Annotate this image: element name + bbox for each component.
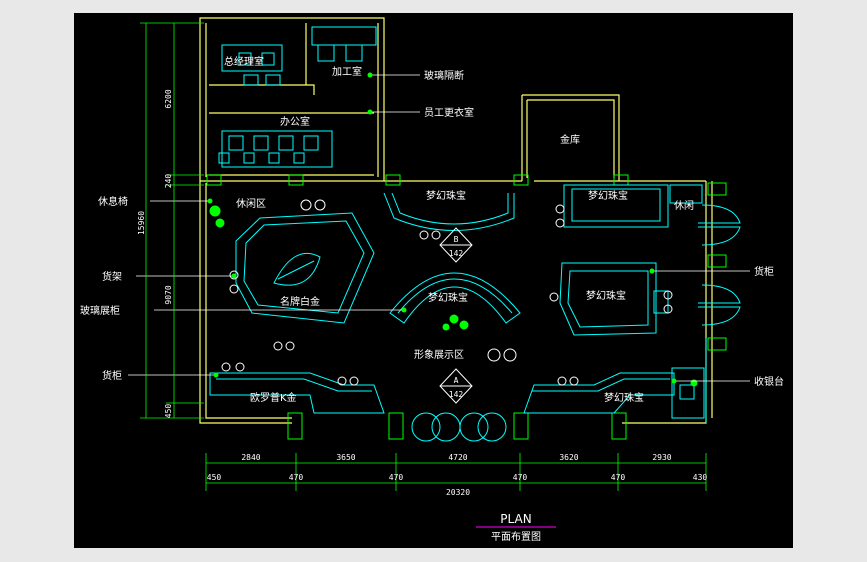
callout-glass-display: 玻璃展柜: [80, 304, 120, 317]
dim-m-450: 450: [207, 473, 222, 482]
label-general-manager: 总经理室: [224, 55, 264, 68]
stools: [221, 199, 673, 386]
callout-staff-locker: 员工更衣室: [424, 106, 474, 119]
callout-goods-cabinet-right: 货柜: [754, 265, 774, 278]
plants: [209, 205, 698, 387]
label-lounge-left: 休闲区: [236, 197, 266, 210]
section-b-number: 142: [449, 249, 464, 258]
label-vault: 金库: [560, 133, 580, 146]
dim-v-450: 450: [164, 404, 173, 419]
callout-rest-bench: 休息椅: [98, 195, 128, 208]
dim-h-3650: 3650: [336, 453, 355, 462]
label-processing: 加工室: [332, 65, 362, 78]
floor-plan-drawing: B 142 A 142 总经理室 加工室 办公室 金库 休闲区 休闲 梦幻珠宝 …: [80, 17, 784, 543]
dim-h-2840: 2840: [241, 453, 260, 462]
dim-m-470-c: 470: [513, 473, 528, 482]
dim-v-240: 240: [164, 174, 173, 189]
section-b-letter: B: [454, 235, 459, 244]
dim-m-430: 430: [693, 473, 708, 482]
section-a-number: 142: [449, 390, 464, 399]
dim-h-4720: 4720: [448, 453, 467, 462]
title-english: PLAN: [500, 512, 531, 526]
dim-m-470-a: 470: [289, 473, 304, 482]
label-dream-right: 梦幻珠宝: [586, 289, 626, 302]
label-dream-center: 梦幻珠宝: [428, 291, 468, 304]
label-office: 办公室: [280, 115, 310, 128]
dim-total: 20320: [446, 488, 470, 497]
leader-lines: [128, 74, 750, 382]
label-euro-k-gold: 欧罗普K金: [250, 391, 297, 404]
title-chinese: 平面布置图: [491, 531, 541, 543]
callout-glass-partition: 玻璃隔断: [424, 69, 464, 82]
dimension-lines: [140, 22, 707, 491]
dim-h-3620: 3620: [559, 453, 578, 462]
leader-dots: [207, 72, 677, 384]
dim-v-9070: 9070: [164, 285, 173, 304]
callout-goods-shelf: 货架: [102, 270, 122, 283]
dim-v-15960: 15960: [137, 211, 146, 235]
furniture: [209, 26, 741, 442]
section-marker-a: [439, 368, 473, 404]
dim-m-470-b: 470: [389, 473, 404, 482]
callout-goods-cabinet-left: 货柜: [102, 369, 122, 382]
label-dream-top-center: 梦幻珠宝: [426, 189, 466, 202]
section-a-letter: A: [454, 376, 459, 385]
columns: [206, 174, 727, 440]
label-dream-top-right: 梦幻珠宝: [588, 189, 628, 202]
label-lounge-right: 休闲: [674, 199, 694, 212]
dim-v-6200: 6200: [164, 89, 173, 108]
callout-cashier: 收银台: [754, 375, 784, 388]
label-dream-bottom-right: 梦幻珠宝: [604, 391, 644, 404]
label-brand-platinum: 名牌白金: [280, 295, 320, 308]
dim-h-2930: 2930: [652, 453, 671, 462]
dim-m-470-d: 470: [611, 473, 626, 482]
center-table: [273, 252, 321, 286]
cad-viewport[interactable]: B 142 A 142 总经理室 加工室 办公室 金库 休闲区 休闲 梦幻珠宝 …: [74, 13, 793, 548]
section-marker-b: [439, 227, 473, 263]
label-image-display: 形象展示区: [414, 349, 464, 361]
